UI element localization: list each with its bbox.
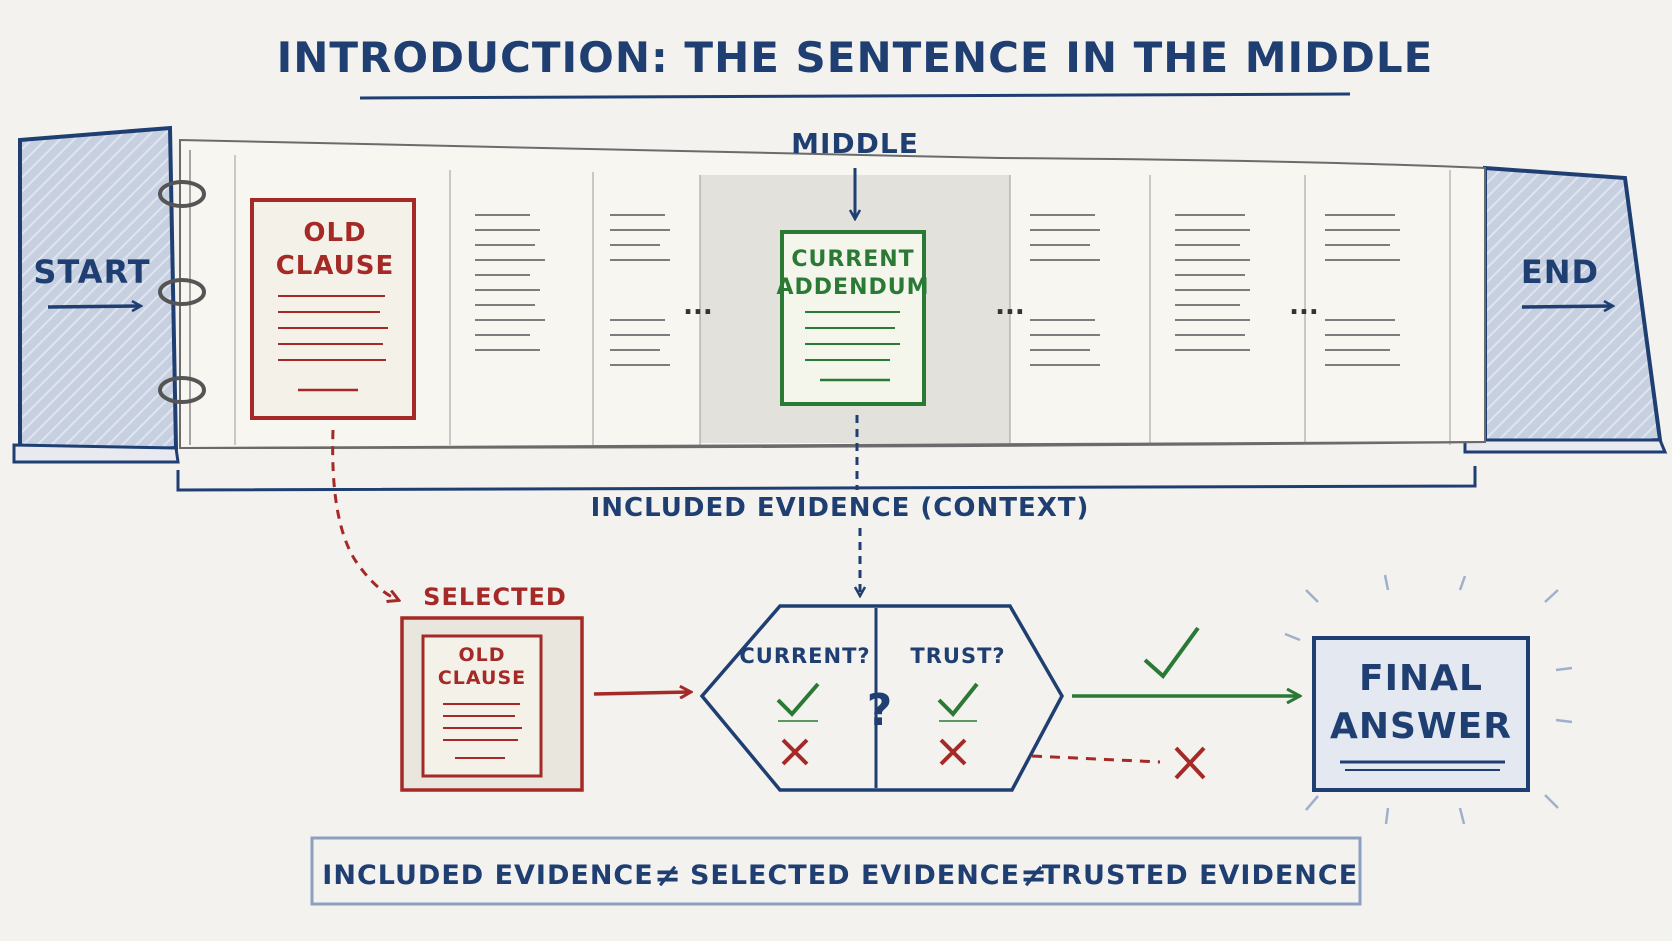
current-addendum-title-line2: ADDENDUM [776, 275, 929, 300]
end-label: END [1521, 253, 1599, 291]
rejected-path-line [1031, 754, 1161, 764]
selected-card-line1: OLD [458, 644, 505, 666]
trust-check-icon [937, 682, 979, 717]
context-label: INCLUDED EVIDENCE (CONTEXT) [591, 493, 1090, 523]
question-mark-icon: ? [867, 685, 894, 736]
selection-arrow [331, 429, 398, 600]
binder-right-cover [1463, 165, 1668, 454]
success-check-icon [1143, 626, 1200, 679]
trust-question-label: TRUST? [910, 644, 1005, 668]
start-arrow-icon [47, 306, 140, 307]
title-underline [359, 92, 1351, 100]
current-addendum-card [780, 230, 926, 406]
summary-selected: SELECTED EVIDENCE [690, 860, 1020, 891]
final-answer-rays [1284, 574, 1573, 825]
ellipsis-1: ... [683, 291, 713, 321]
summary-box [310, 836, 1362, 906]
summary-trusted: TRUSTED EVIDENCE [1042, 860, 1358, 891]
binder-left-cover [12, 125, 180, 464]
binder-ring-icon [158, 180, 206, 404]
page-title: INTRODUCTION: THE SENTENCE IN THE MIDDLE [277, 33, 1434, 82]
current-check-icon [776, 682, 820, 717]
old-clause-card [250, 198, 416, 420]
current-cross-icon [781, 738, 809, 766]
end-arrow-icon [1521, 306, 1612, 307]
selected-card-line2: CLAUSE [438, 667, 526, 689]
final-answer-box [1312, 636, 1530, 792]
middle-label: MIDDLE [791, 127, 919, 160]
trust-cross-icon [939, 738, 967, 766]
rejected-cross-icon [1174, 746, 1206, 780]
ellipsis-3: ... [1289, 291, 1319, 321]
selected-label: SELECTED [423, 583, 567, 611]
start-label: START [33, 253, 150, 291]
current-question-label: CURRENT? [739, 644, 870, 668]
ellipsis-2: ... [995, 291, 1025, 321]
summary-not-equal-1: ≠ [654, 856, 682, 894]
decision-hexagon [699, 604, 1065, 792]
current-addendum-title-line1: CURRENT [791, 247, 914, 272]
selected-to-decision-arrow [593, 692, 690, 694]
page-text-lines [475, 214, 1400, 366]
old-clause-title-line2: CLAUSE [276, 251, 395, 281]
final-answer-line2: ANSWER [1330, 706, 1512, 747]
summary-included: INCLUDED EVIDENCE [322, 860, 653, 891]
final-answer-line1: FINAL [1359, 658, 1483, 699]
context-bracket [176, 466, 1477, 492]
old-clause-title-line1: OLD [303, 218, 366, 248]
summary-not-equal-2: ≠ [1020, 856, 1048, 894]
selected-box [400, 616, 584, 792]
